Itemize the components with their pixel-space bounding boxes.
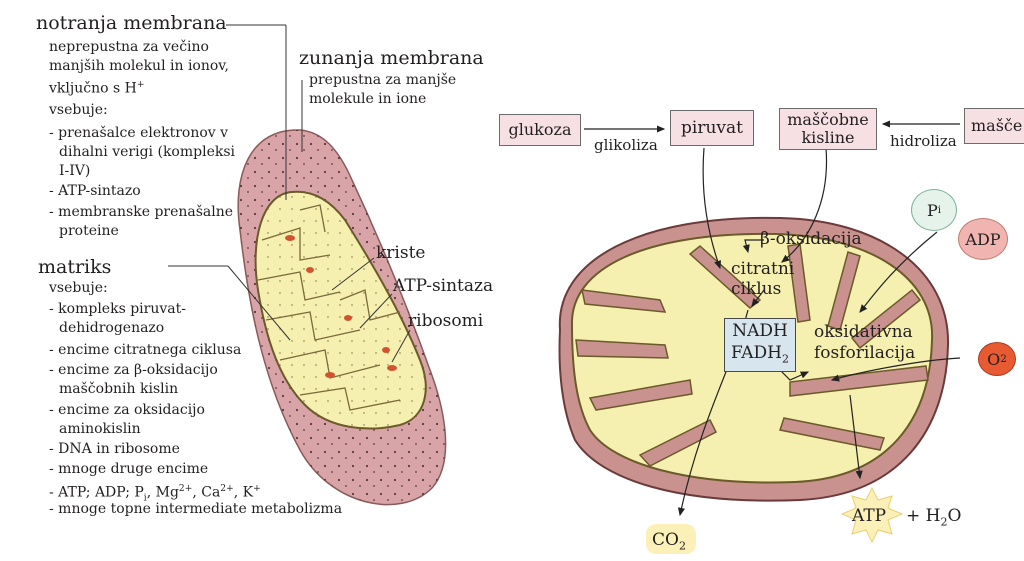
inner-membrane-item-3: - membranske prenašalne [49, 204, 234, 220]
inner-membrane-title: notranja membrana [36, 12, 227, 34]
fats-box: mašče [964, 108, 1024, 144]
inner-membrane-contains: vsebuje: [49, 102, 108, 118]
matrix-item-6: - mnoge druge encime [49, 461, 209, 477]
outer-membrane-desc-2: molekule in ione [309, 91, 427, 107]
outer-membrane-desc-1: prepustna za manjše [309, 72, 457, 88]
inner-membrane-item-3b: proteine [59, 223, 119, 239]
h2o-label: + H2O [906, 506, 962, 529]
citric-cycle-label-1: citratni [731, 259, 795, 279]
oxphos-label-1: oksidativna [814, 322, 913, 342]
matrix-contains: vsebuje: [49, 280, 108, 296]
atp-synthase-label: ATP-sintaza [393, 276, 494, 296]
matrix-item-last: - mnoge topne intermediate metabolizma [49, 501, 343, 517]
inner-membrane-desc-1: neprepustna za večino [49, 39, 209, 55]
matrix-item-1b: dehidrogenazo [59, 320, 165, 336]
hydrolysis-label: hidroliza [890, 132, 957, 150]
adp-circle: ADP [958, 218, 1008, 260]
beta-oxidation-label: β-oksidacija [760, 229, 862, 249]
inner-membrane-desc-3: vključno s H+ [49, 80, 145, 97]
co2-label: CO2 [652, 530, 686, 553]
matrix-item-3: - encime za β-oksidacijo [49, 362, 218, 378]
matrix-item-1: - kompleks piruvat- [49, 301, 186, 317]
matrix-item-4b: aminokislin [59, 421, 141, 437]
inner-membrane-desc-2: manjših molekul in ionov, [49, 58, 229, 74]
glycolysis-label: glikoliza [594, 136, 658, 154]
matrix-item-5: - DNA in ribosome [49, 441, 180, 457]
inner-membrane-item-1: - prenašalce elektronov v [49, 125, 229, 141]
matrix-item-4: - encime za oksidacijo [49, 402, 205, 418]
pyruvate-box: piruvat [670, 110, 754, 146]
ribosomes-label: ribosomi [408, 311, 484, 331]
matrix-title: matriks [38, 256, 112, 278]
matrix-item-2: - encime citratnega ciklusa [49, 342, 242, 358]
oxphos-label-2: fosforilacija [814, 343, 916, 363]
inner-membrane-item-2: - ATP-sintazo [49, 183, 141, 199]
inner-membrane-item-1c: I-IV) [59, 163, 91, 179]
glucose-box: glukoza [499, 114, 581, 146]
atp-burst [840, 486, 904, 544]
matrix-item-ions: - ATP; ADP; Pi, Mg2+, Ca2+, K+ [49, 484, 261, 504]
cristae-label: kriste [376, 243, 426, 263]
atp-label: ATP [852, 506, 887, 526]
inner-membrane-item-1b: dihalni verigi (kompleksi [59, 144, 235, 160]
outer-membrane-title: zunanja membrana [299, 47, 484, 69]
citric-cycle-label-2: ciklus [731, 279, 782, 299]
matrix-item-3b: maščobnih kislin [59, 381, 179, 397]
